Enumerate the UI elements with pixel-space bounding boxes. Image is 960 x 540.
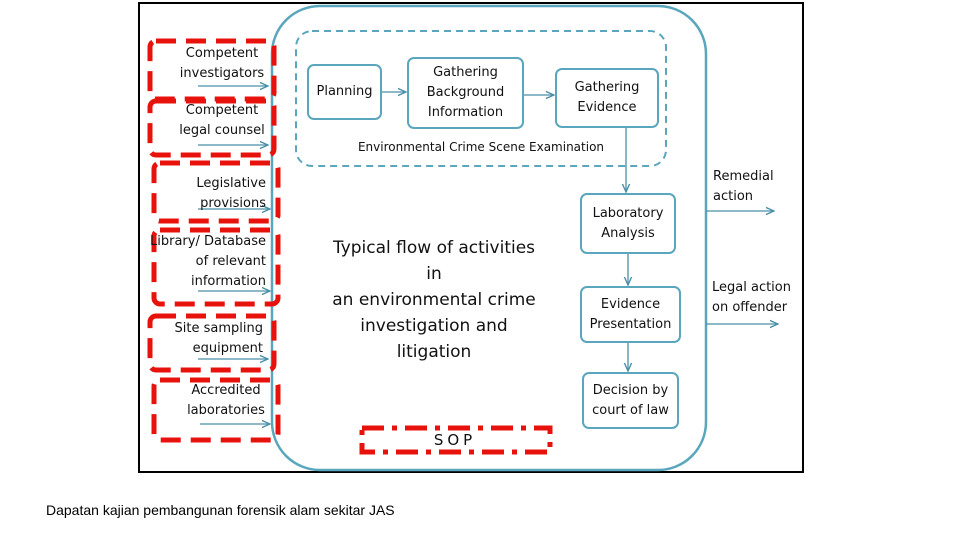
sop-box [359,425,553,455]
scene-examination-container [295,30,667,167]
diagram-frame [138,2,804,473]
input-label-equipment: Site sampling equipment [174,321,263,356]
scene-examination-label: Environmental Crime Scene Examination [357,140,605,154]
input-label-legislative: Legislative provisions [196,176,266,211]
diagram-title: Typical flow of activities in an environ… [332,238,536,362]
output-label-legal: Legal action on offender [712,280,791,315]
laboratory-analysis-box: Laboratory Analysis [580,193,676,254]
input-box-counsel [147,98,277,158]
decision-box: Decision by court of law [582,372,679,429]
input-label-investigators: Competent investigators [179,46,265,81]
sop-label: SOP [433,431,477,449]
input-label-counsel: Competent legal counsel [179,103,265,138]
input-box-equipment [147,313,277,373]
input-label-laboratories: Accredited laboratories [187,383,265,418]
input-box-library [151,227,281,307]
process-container [270,4,708,472]
gathering-background-box: Gathering Background Information [407,57,524,129]
planning-box: Planning [307,64,382,120]
gathering-evidence-box: Gathering Evidence [555,68,659,128]
evidence-presentation-box: Evidence Presentation [580,286,681,343]
input-label-library: Library/ Database of relevant informatio… [150,234,266,289]
output-label-remedial: Remedial action [713,169,774,204]
caption: Dapatan kajian pembangunan forensik alam… [46,502,395,518]
